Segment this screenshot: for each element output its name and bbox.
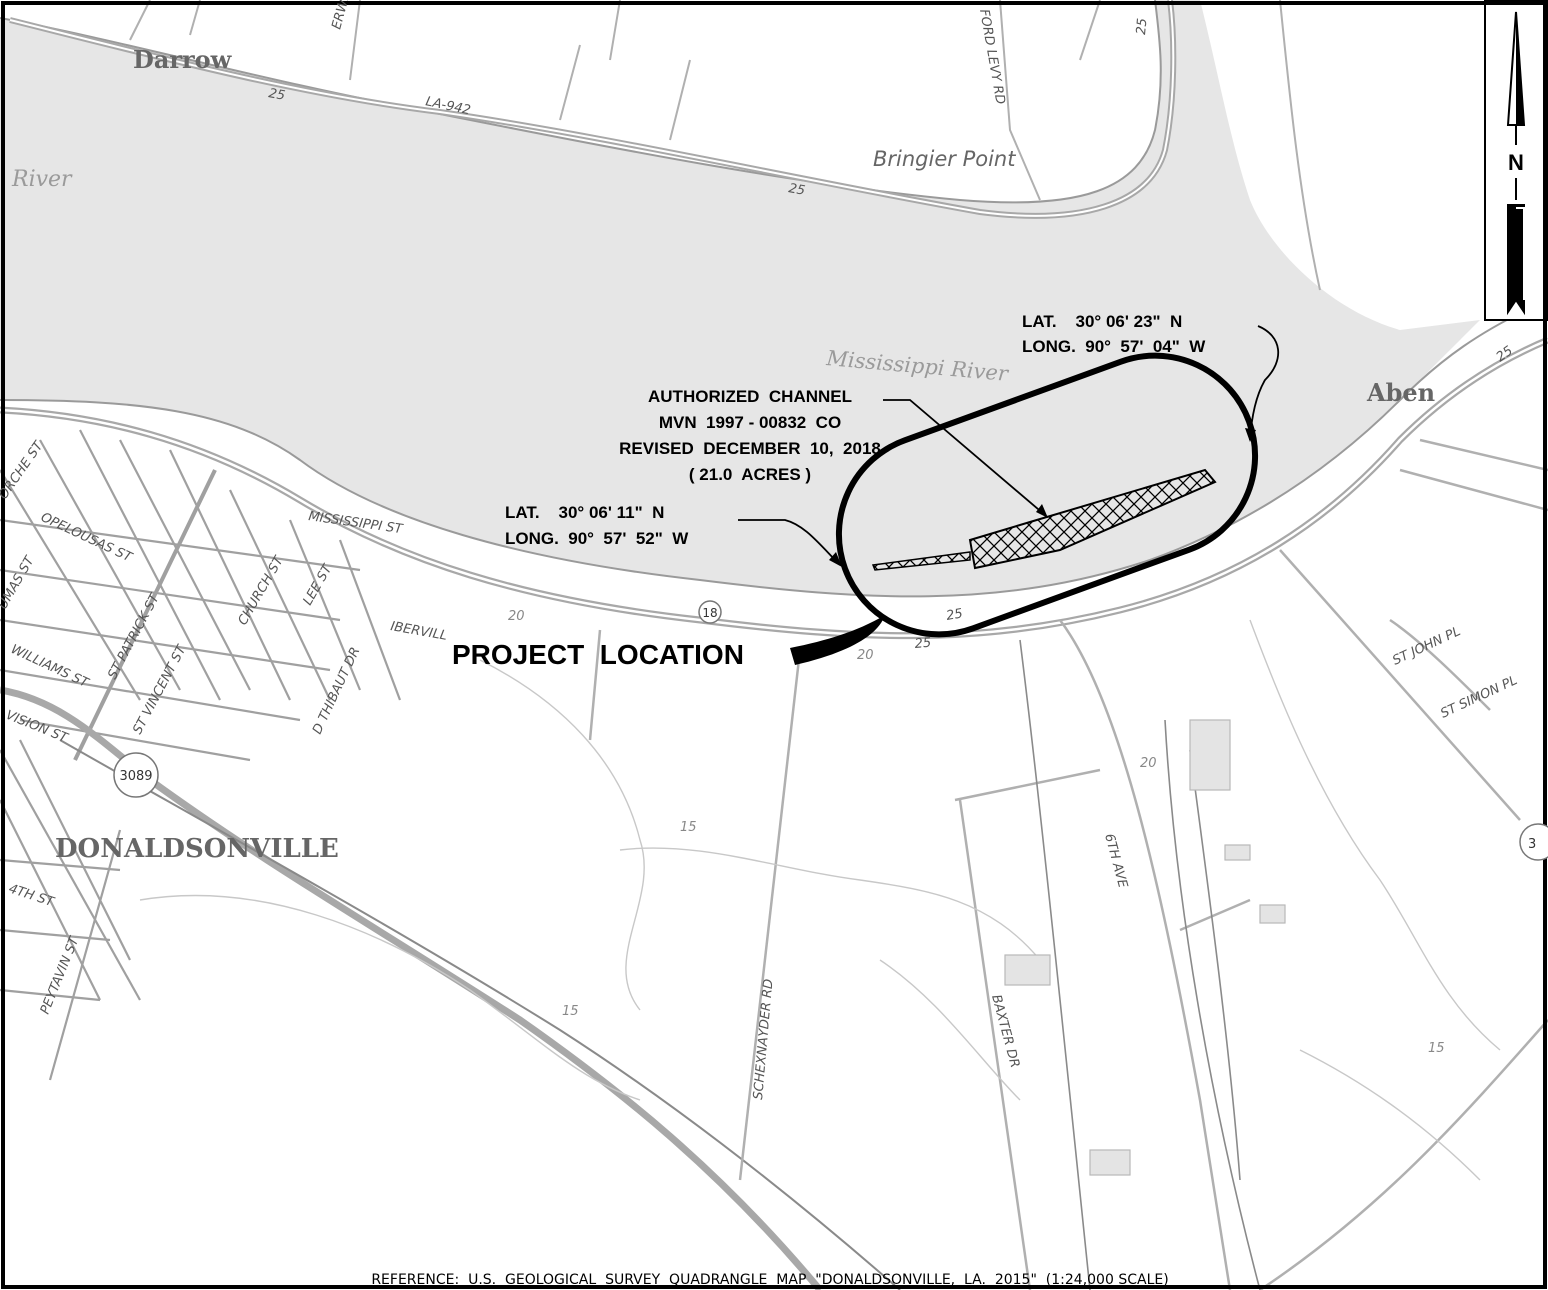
leader-east-arrowhead: [1245, 428, 1256, 442]
channel-label-line1: AUTHORIZED CHANNEL: [648, 387, 852, 406]
road-label-6th-ave: 6TH AVE: [1101, 832, 1130, 890]
road-la-942-inner: [9, 0, 1175, 217]
channel-label-line3: REVISED DECEMBER 10, 2018: [619, 439, 881, 458]
north-arrow-tail-icon: [1507, 204, 1525, 316]
road-label-dumas-st: UMAS ST: [0, 553, 38, 612]
place-bringier-point: Bringier Point: [873, 147, 1016, 171]
road-label-25-e: 25: [945, 606, 964, 624]
place-aben: Aben: [1366, 378, 1435, 407]
contour-label-20-c: 20: [1140, 756, 1157, 771]
svg-text:3: 3: [1528, 837, 1536, 852]
contour-label-20-b: 20: [857, 648, 874, 663]
building-footprints: [1004, 719, 1286, 1176]
road-label-st-simon-pl: ST SIMON PL: [1438, 673, 1519, 722]
coord-east-long: LONG. 90° 57' 04" W: [1022, 337, 1206, 356]
channel-label-line4: ( 21.0 ACRES ): [689, 465, 811, 484]
shield-right-edge: [1519, 823, 1548, 861]
place-river-left: River: [11, 167, 73, 192]
road-label-peytavin-st: PEYTAVIN ST: [38, 934, 83, 1016]
project-area-outline: [835, 352, 1259, 638]
railroad-spurs: [1019, 639, 1261, 1290]
road-label-ford-levy-rd: FORD LEVY RD: [976, 8, 1008, 106]
road-label-st-john-pl: ST JOHN PL: [1390, 624, 1463, 668]
contour-label-15-a: 15: [680, 820, 697, 835]
authorized-channel-tail: [871, 551, 971, 571]
map-reference: REFERENCE: U.S. GEOLOGICAL SURVEY QUADRA…: [371, 1272, 1168, 1288]
donaldsonville-street-grid: [0, 429, 402, 1081]
north-minor-roads: [129, 0, 1321, 291]
road-label-fourth-st: 4TH ST: [7, 882, 57, 911]
shield-la-18: [698, 600, 722, 624]
project-location-label: PROJECT LOCATION: [452, 639, 744, 670]
contour-label-20-a: 20: [508, 609, 525, 624]
north-arrow-label: N: [1508, 150, 1524, 175]
road-label-25-b: 25: [787, 181, 806, 199]
road-label-25-c: 25: [1134, 18, 1150, 36]
shield-la-3089: [113, 752, 159, 798]
mississippi-river-water: [0, 0, 1480, 597]
leader-west-arrowhead: [829, 552, 842, 567]
authorized-channel-hatch: [968, 468, 1217, 570]
contour-lines: [139, 619, 1501, 1181]
road-label-orche-st: ORCHE ST: [0, 438, 47, 502]
road-label-lee-st: LEE ST: [300, 561, 336, 608]
road-label-25-f: 25: [914, 636, 932, 652]
place-donaldsonville: DONALDSONVILLE: [55, 834, 339, 864]
channel-label-line2: MVN 1997 - 00832 CO: [659, 413, 841, 432]
road-label-williams-st: WILLIAMS ST: [8, 642, 91, 691]
svg-text:18: 18: [702, 606, 717, 620]
road-label-d-thibaut-dr: D THIBAUT DR: [310, 645, 363, 737]
svg-text:3089: 3089: [119, 769, 152, 784]
road-label-iberville: IBERVILL: [389, 619, 448, 644]
leader-channel: [883, 399, 1046, 516]
contour-label-15-c: 15: [1428, 1041, 1445, 1056]
road-la-3089: [0, 686, 823, 1290]
coord-west-lat: LAT. 30° 06' 11" N: [505, 503, 664, 522]
contour-label-15-b: 15: [562, 1004, 579, 1019]
coord-east-lat: LAT. 30° 06' 23" N: [1022, 312, 1182, 331]
place-darrow: Darrow: [133, 45, 233, 74]
railroad-main: [59, 739, 901, 1290]
road-label-25-a: 25: [267, 86, 286, 104]
island-sandbar: [1165, 0, 1480, 330]
leader-east-coord: [1249, 325, 1280, 441]
leader-channel-arrowhead: [1036, 504, 1048, 518]
coord-west-long: LONG. 90° 57' 52" W: [505, 529, 689, 548]
road-label-church-st: CHURCH ST: [235, 553, 287, 628]
east-roads: [588, 438, 1548, 1290]
project-location-pointer: [790, 615, 885, 665]
